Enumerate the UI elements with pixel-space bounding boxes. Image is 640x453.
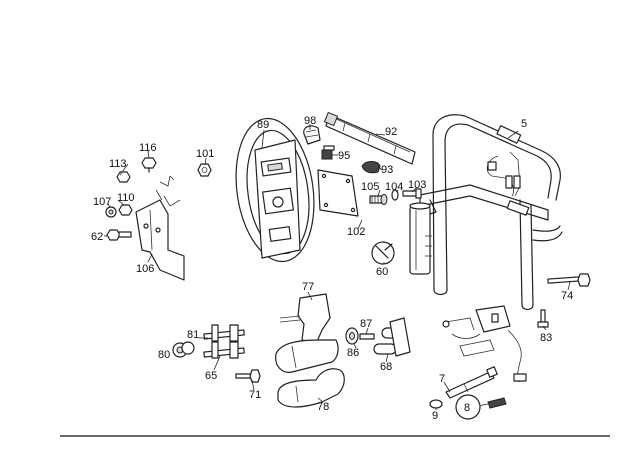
cover-plate-part: [317, 169, 359, 217]
bracket-95-part: [321, 145, 335, 160]
callout-93: 93: [381, 164, 393, 176]
callout-116: 116: [139, 142, 157, 154]
rail-part: [323, 111, 416, 165]
pin-65-part: [203, 341, 245, 359]
bolt-116-part: [141, 157, 157, 173]
bolt-71-part: [235, 369, 261, 383]
callout-8-circle: [455, 394, 481, 420]
cylinder-part: [409, 199, 437, 275]
callout-77: 77: [302, 281, 314, 293]
screw-105-part: [369, 194, 388, 205]
pin-81-part: [203, 324, 245, 342]
callout-68: 68: [380, 361, 392, 373]
gas-strut-part: [445, 366, 498, 399]
callout-101: 101: [196, 148, 214, 160]
callout-95: 95: [338, 150, 350, 162]
bracket-78-part: [277, 368, 345, 408]
callout-104: 104: [385, 181, 403, 193]
callout-5: 5: [521, 118, 527, 130]
callout-78: 78: [317, 401, 329, 413]
nut-80-part: [172, 341, 195, 358]
clip-93-part: [361, 161, 381, 174]
bolt-83-part: [537, 309, 549, 328]
callout-60: 60: [376, 266, 388, 278]
callout-80: 80: [158, 349, 170, 361]
callout-83: 83: [540, 332, 552, 344]
callout-71: 71: [249, 389, 261, 401]
bolt-62-part: [106, 229, 132, 241]
clamp-98-part: [303, 125, 321, 145]
callout-87: 87: [360, 318, 372, 330]
wrench-tool-part: [371, 241, 395, 265]
callout-8: 8: [464, 402, 470, 414]
washer-104-part: [391, 189, 399, 201]
spacer-87-part: [359, 333, 375, 340]
callout-89: 89: [257, 119, 269, 131]
callout-labels: 5 7 8 9 60 62 65 68 71 74 77 78 80 81 83…: [91, 115, 573, 422]
nut-101-part: [197, 163, 212, 177]
callout-7: 7: [439, 373, 445, 385]
callout-105: 105: [361, 181, 379, 193]
lock-mechanism-part: [442, 305, 527, 383]
callout-86: 86: [347, 347, 359, 359]
sleeve-68-part: [373, 317, 411, 357]
callout-62: 62: [91, 231, 103, 243]
callout-65: 65: [205, 370, 217, 382]
washer-9-part: [429, 399, 443, 409]
washer-86-part: [345, 327, 359, 345]
wheel-plate-part: [235, 117, 315, 263]
bolt-103-part: [402, 188, 422, 199]
callout-74: 74: [561, 290, 573, 302]
callout-110: 110: [117, 192, 135, 204]
callout-102: 102: [347, 226, 365, 238]
callout-92: 92: [385, 126, 397, 138]
callout-9: 9: [432, 410, 438, 422]
bracket-106-part: [135, 175, 185, 281]
nut-113-part: [116, 171, 131, 183]
callout-113: 113: [109, 158, 127, 170]
callout-81: 81: [187, 329, 199, 341]
carrier-frame-part: [419, 114, 563, 311]
callout-103: 103: [408, 179, 426, 191]
callout-107: 107: [93, 196, 111, 208]
key-8-part: [487, 397, 507, 409]
nut-110-part: [118, 204, 133, 216]
bolt-74-part: [547, 273, 591, 287]
bracket-77-part: [275, 293, 339, 373]
bushing-107-part: [105, 206, 117, 218]
callout-98: 98: [304, 115, 316, 127]
leader-lines: [104, 124, 571, 410]
callout-106: 106: [136, 263, 154, 275]
